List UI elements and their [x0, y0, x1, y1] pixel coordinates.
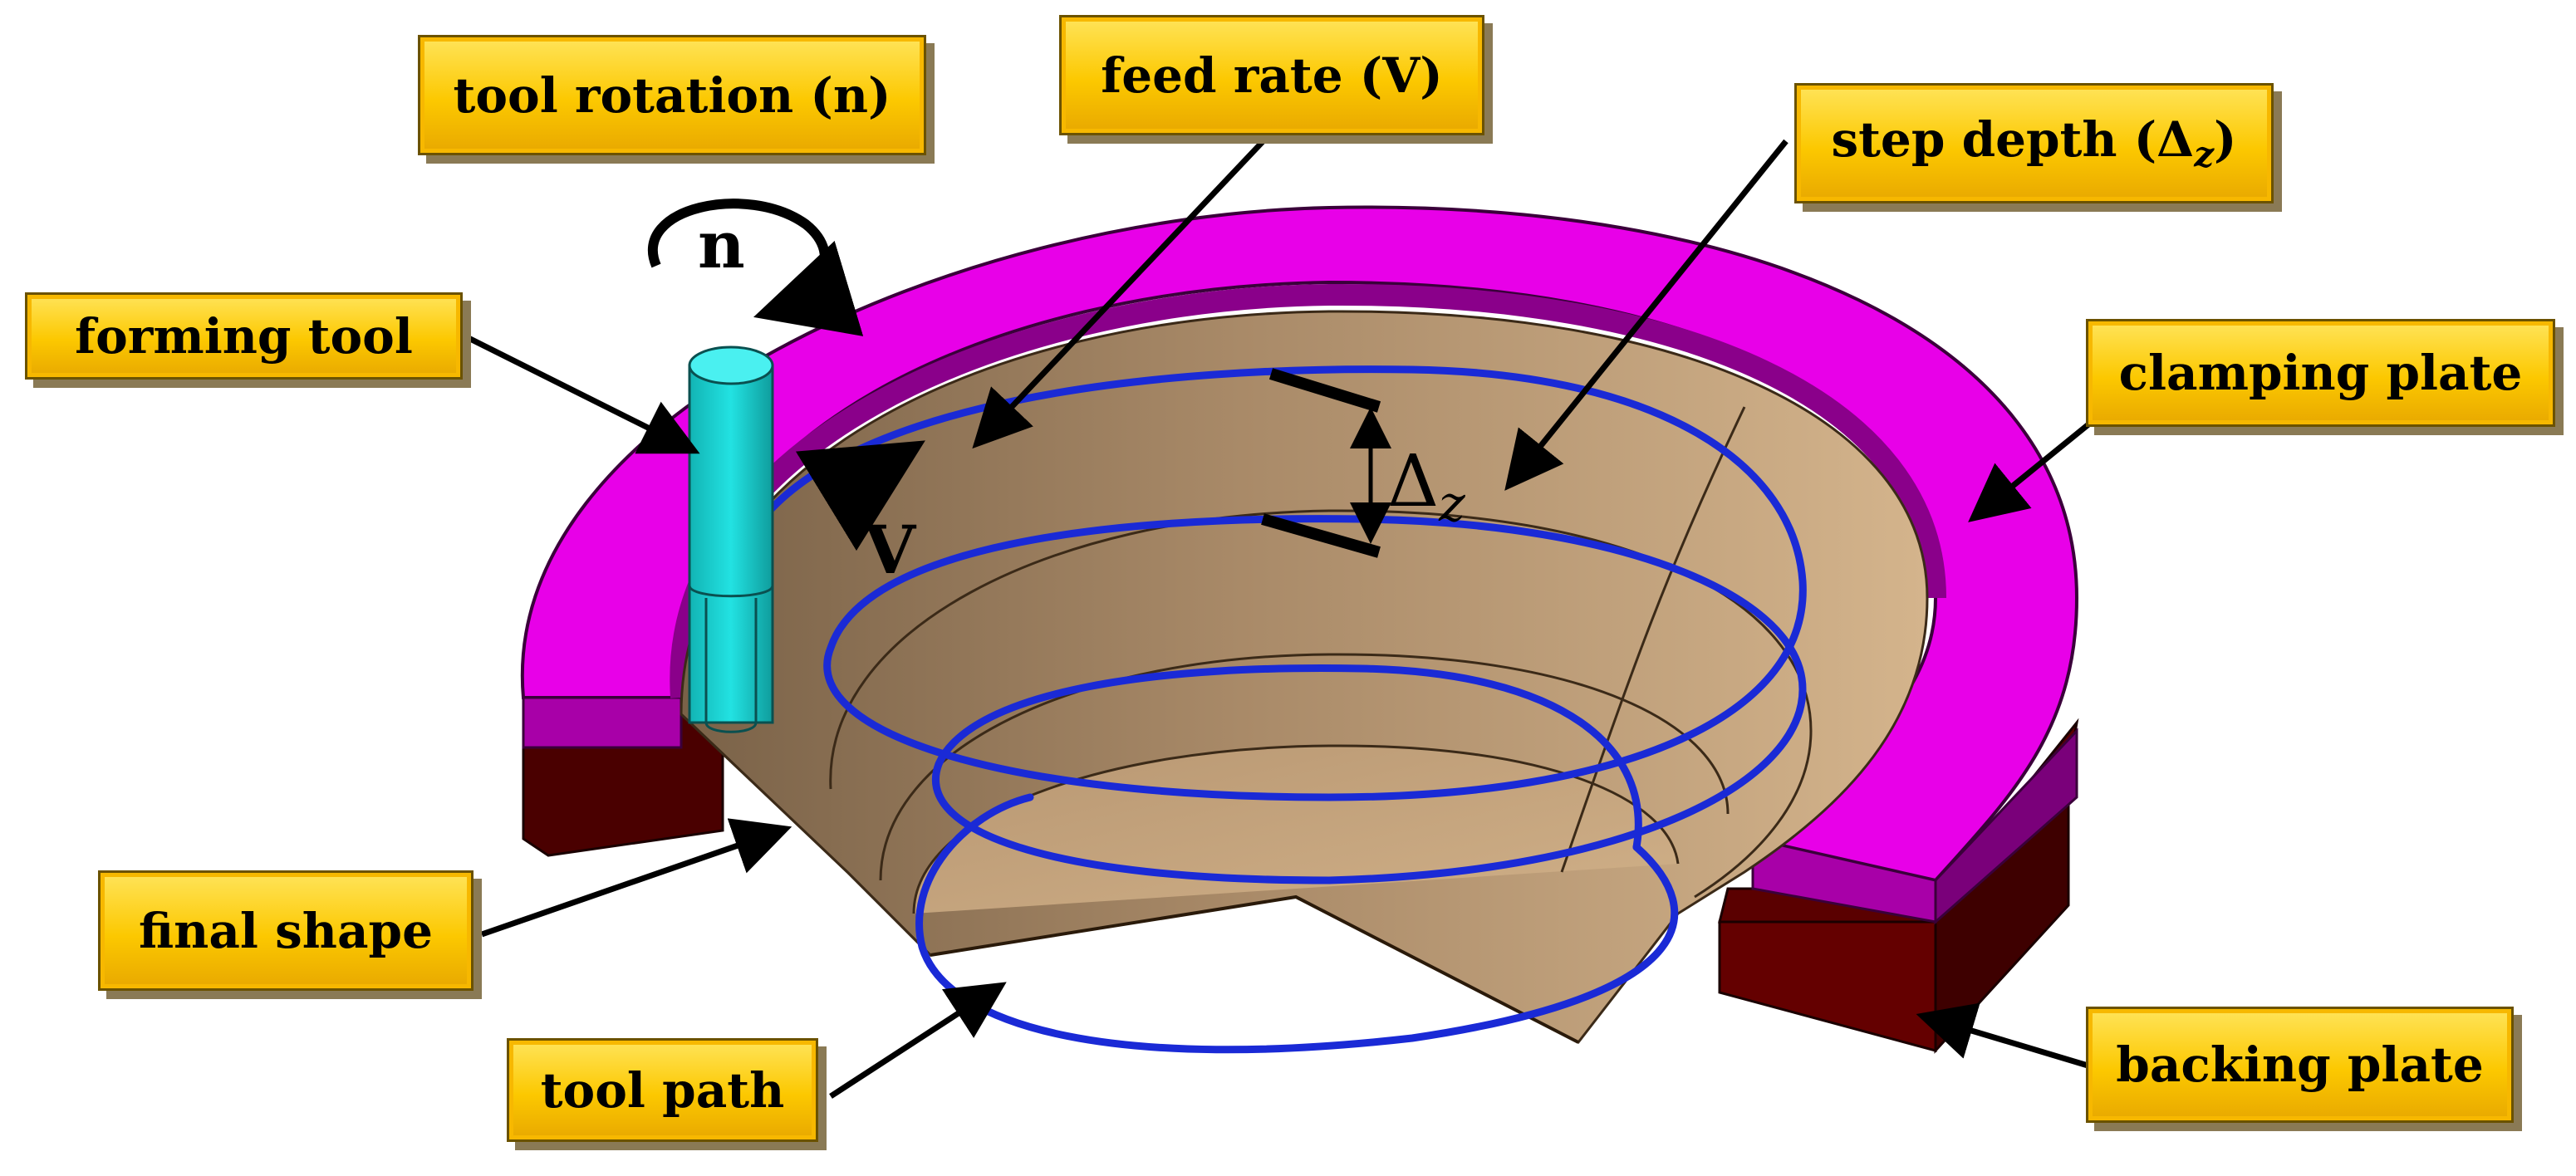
label-step-depth: step depth (Δz) — [1794, 83, 2274, 203]
label-backing-plate: backing plate — [2086, 1007, 2514, 1123]
label-forming-tool: forming tool — [25, 292, 463, 380]
arrow-step-depth — [1504, 139, 1788, 491]
rotation-symbol: n — [698, 208, 745, 283]
step-depth-symbol: Δz — [1387, 440, 1465, 533]
label-feed-rate: feed rate (V) — [1059, 15, 1484, 135]
arrow-feed-rate — [972, 130, 1273, 449]
arrow-backing-plate — [1916, 1002, 2095, 1071]
rotation-arrow — [647, 198, 864, 336]
label-tool-rotation: tool rotation (n) — [418, 35, 926, 155]
delta-subscript: z — [1439, 475, 1465, 534]
arrow-final-shape — [480, 818, 792, 938]
delta-symbol: Δ — [1387, 440, 1440, 523]
label-clamping-plate: clamping plate — [2086, 319, 2555, 427]
velocity-arrow — [795, 440, 925, 551]
velocity-symbol: V — [864, 511, 916, 589]
arrow-tool-path — [829, 982, 1007, 1099]
label-tool-path: tool path — [507, 1038, 818, 1142]
forming-tool — [688, 345, 774, 733]
label-final-shape: final shape — [98, 870, 473, 991]
step-depth-markers — [1261, 368, 1391, 558]
tool-path-spiral — [743, 365, 1807, 1054]
arrow-forming-tool — [464, 333, 700, 454]
